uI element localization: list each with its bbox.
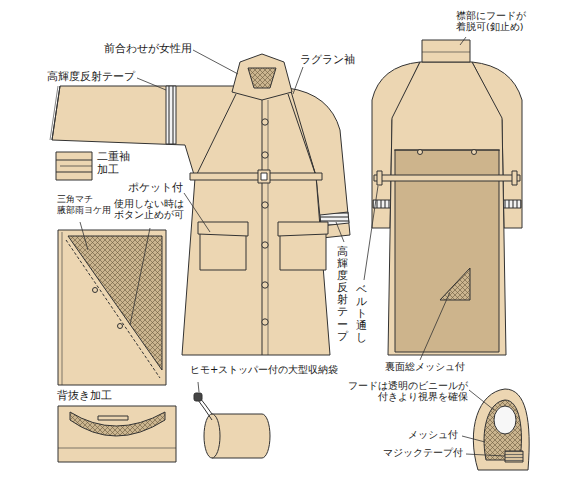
label-line: ボタン止めが可 [114, 209, 184, 220]
pocket-flap [278, 222, 328, 236]
collar-lining [248, 68, 276, 88]
velcro-tab [505, 451, 523, 462]
belt [374, 175, 520, 181]
callout-label: 背抜き加工 [57, 389, 112, 402]
label-line: 着脱可(釦止め) [456, 21, 526, 32]
back-coat [372, 40, 522, 355]
vinyl-window [494, 406, 516, 434]
callout-label: フードは透明のビニールが 付きより視界を確保 [348, 380, 468, 403]
belt [190, 173, 322, 180]
callout-label: 二重袖 加工 [97, 150, 130, 175]
belt-loop [512, 171, 517, 185]
callout-label: ポケット付 [128, 181, 183, 194]
buttons [262, 119, 268, 325]
callout-label: ラグラン袖 [300, 53, 355, 66]
storage-bag [194, 393, 270, 458]
label-line: フードは透明のビニールが [348, 380, 468, 391]
label-line: 加工 [97, 163, 130, 176]
callout-label: 襟部にフードが 着脱可(釦止め) [456, 10, 526, 33]
callout-label: 高輝度反射テープ [337, 246, 348, 343]
callout-label: 三角マチ 腋部雨ヨケ用 [57, 194, 111, 216]
label-line: 使用しない時は [114, 198, 184, 209]
collar [232, 54, 292, 100]
label-line: 三角マチ [57, 194, 111, 205]
label-line: 付きより視界を確保 [348, 391, 468, 402]
callout-label: マジックテープ付 [383, 447, 463, 459]
callout-label: ヒモ+ストッパー付の大型収納袋 [190, 364, 338, 376]
callout-label: メッシュ付 [408, 429, 458, 441]
gusset-detail [58, 230, 166, 385]
label-line: 腋部雨ヨケ用 [57, 205, 111, 216]
callout-label: ベルト通し [356, 284, 367, 344]
leader-lines [80, 37, 505, 456]
buckle [258, 170, 270, 183]
raglan-seam [195, 94, 236, 178]
label-line: 二重袖 [97, 150, 130, 163]
pocket-flap [198, 222, 248, 236]
stopper [194, 393, 202, 401]
back-body [388, 62, 506, 355]
back-collar [422, 40, 470, 62]
mesh-corner [440, 268, 470, 300]
callout-label: 使用しない時は ボタン止めが可 [114, 198, 184, 221]
raglan-seam [288, 94, 316, 176]
label-line: 襟部にフードが [456, 10, 526, 21]
belt-loop [377, 171, 382, 185]
back-lining-detail [58, 406, 176, 462]
callout-label: 高輝度反射テープ [47, 70, 135, 83]
callout-label: 裏面総メッシュ付 [385, 361, 465, 373]
hood-detail [473, 389, 529, 470]
sleeve-tape [166, 86, 176, 144]
callout-label: 前合わせが女性用 [104, 42, 192, 55]
double-sleeve-detail [56, 152, 92, 180]
